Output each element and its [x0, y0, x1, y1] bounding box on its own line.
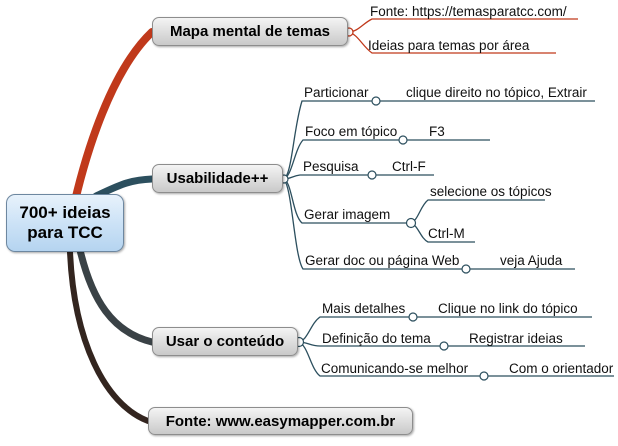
leaf-foco-em-topico[interactable]: Foco em tópico — [305, 124, 397, 139]
branch-node-label: Fonte: www.easymapper.com.br — [165, 412, 396, 430]
leaf-label: clique direito no tópico, Extrair — [406, 85, 587, 100]
leaf-gerar-imagem-detail-1[interactable]: selecione os tópicos — [430, 184, 552, 199]
branch-node-fonte-easymapper[interactable]: Fonte: www.easymapper.com.br — [148, 407, 413, 435]
leaf-label: Gerar doc ou página Web — [305, 253, 460, 268]
branch-node-mapa-mental[interactable]: Mapa mental de temas — [152, 17, 348, 46]
leaf-gerar-doc-detail[interactable]: veja Ajuda — [500, 253, 562, 268]
root-node-line2: para TCC — [27, 223, 103, 242]
leaf-ideias-por-area[interactable]: Ideias para temas por área — [368, 38, 529, 53]
leaf-label: Com o orientador — [509, 361, 614, 376]
trunk-line-mapa-mental — [68, 28, 156, 218]
leaf-label: Mais detalhes — [322, 301, 406, 316]
leaf-label: Fonte: https://temasparatcc.com/ — [370, 4, 567, 19]
leaf-label: Clique no link do tópico — [438, 301, 578, 316]
leaf-pesquisa-detail[interactable]: Ctrl-F — [392, 159, 426, 174]
leaf-fonte-temasparatcc[interactable]: Fonte: https://temasparatcc.com/ — [370, 4, 567, 19]
leaf-particionar-detail[interactable]: clique direito no tópico, Extrair — [406, 85, 587, 100]
branch-node-usar-conteudo[interactable]: Usar o conteúdo — [152, 327, 298, 356]
leaf-label: F3 — [429, 124, 445, 139]
leaf-label: Ideias para temas por área — [368, 38, 530, 53]
leaf-label: Gerar imagem — [304, 207, 391, 222]
root-node[interactable]: 700+ ideias para TCC — [6, 194, 124, 252]
leaf-comunicando-se-melhor[interactable]: Comunicando-se melhor — [321, 361, 468, 376]
leaf-label: Registrar ideias — [469, 331, 563, 346]
trunk-line-usar-conteudo — [76, 246, 156, 346]
branch-node-label: Mapa mental de temas — [169, 23, 331, 40]
leaf-gerar-doc[interactable]: Gerar doc ou página Web — [305, 253, 459, 268]
leaf-particionar[interactable]: Particionar — [304, 85, 369, 100]
leaf-definicao-do-tema-detail[interactable]: Registrar ideias — [469, 331, 563, 346]
leaf-pesquisa[interactable]: Pesquisa — [303, 159, 359, 174]
leaf-foco-em-topico-detail[interactable]: F3 — [429, 124, 445, 139]
leaf-gerar-imagem-detail-2[interactable]: Ctrl-M — [428, 226, 465, 241]
trunk-line-fonte-easymapper — [67, 249, 151, 424]
root-node-line1: 700+ ideias — [19, 203, 111, 222]
leaf-label: selecione os tópicos — [430, 184, 552, 199]
branch-node-label: Usar o conteúdo — [165, 333, 285, 350]
leaf-label: veja Ajuda — [500, 253, 563, 268]
branch-node-label: Usabilidade++ — [166, 170, 269, 187]
trunk-line-usabilidade — [92, 175, 156, 200]
leaf-definicao-do-tema[interactable]: Definição do tema — [322, 331, 431, 346]
leaf-mais-detalhes-detail[interactable]: Clique no link do tópico — [438, 301, 578, 316]
leaf-label: Particionar — [304, 85, 369, 100]
branch-node-usabilidade[interactable]: Usabilidade++ — [152, 164, 283, 193]
leaf-mais-detalhes[interactable]: Mais detalhes — [322, 301, 405, 316]
leaf-label: Comunicando-se melhor — [321, 361, 469, 376]
leaf-gerar-imagem[interactable]: Gerar imagem — [304, 207, 390, 222]
leaf-label: Pesquisa — [303, 159, 359, 174]
leaf-label: Ctrl-F — [392, 159, 426, 174]
leaf-comunicando-se-melhor-detail[interactable]: Com o orientador — [509, 361, 613, 376]
leaf-label: Definição do tema — [322, 331, 431, 346]
leaf-label: Ctrl-M — [428, 226, 465, 241]
leaf-label: Foco em tópico — [305, 124, 398, 139]
